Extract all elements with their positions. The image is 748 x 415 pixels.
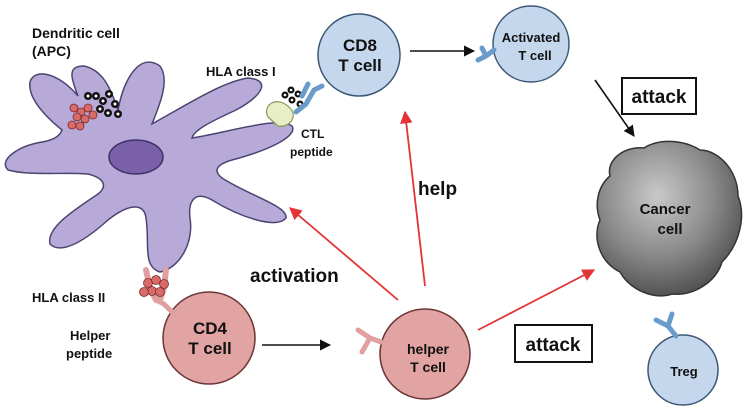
cd8-label-line1: CD8 <box>343 36 377 55</box>
cancer-label-line2: cell <box>657 221 682 238</box>
helper-peptide-label-line1: Helper <box>70 328 110 343</box>
hla-class-2-label: HLA class II <box>32 290 105 305</box>
dendritic-label-line2: (APC) <box>32 43 71 59</box>
dendritic-nucleus <box>108 139 164 175</box>
hla-class-2-complex <box>139 267 169 303</box>
activated-label-line2: T cell <box>518 48 551 63</box>
cancer-label-line1: Cancer <box>640 201 691 218</box>
arrow-activated-to-cancer <box>594 79 635 137</box>
arrow-activation <box>289 207 399 301</box>
cd4-receptor <box>153 297 175 315</box>
cancer-cell <box>596 140 743 297</box>
helper-label-line2: T cell <box>410 359 446 375</box>
dendritic-label-line1: Dendritic cell <box>32 25 120 41</box>
treg-label: Treg <box>670 364 698 379</box>
treg-cell <box>647 334 719 406</box>
ctl-peptide-label-line2: peptide <box>290 145 333 159</box>
helper-t-cell <box>379 308 471 400</box>
activated-t-cell <box>492 5 570 83</box>
helper-receptor <box>355 327 384 355</box>
arrow-helper-attack <box>477 269 596 331</box>
helper-label-line1: helper <box>407 341 450 357</box>
attack-label-top: attack <box>632 87 687 108</box>
hla-class-1-complex <box>266 81 325 127</box>
helper-peptide-label-line2: peptide <box>66 346 112 361</box>
arrow-help <box>400 110 426 287</box>
activated-label-line1: Activated <box>502 30 561 45</box>
activated-receptor <box>475 45 497 63</box>
treg-receptor <box>653 311 679 339</box>
cd8-label-line2: T cell <box>338 56 381 75</box>
attack-box-top <box>621 77 697 115</box>
activation-label: activation <box>250 266 339 287</box>
cd8-t-cell <box>317 13 401 97</box>
attack-label-bottom: attack <box>526 335 581 356</box>
cd4-t-cell <box>162 291 256 385</box>
cd4-label-line2: T cell <box>188 339 231 358</box>
help-label: help <box>418 179 457 200</box>
cd4-label-line1: CD4 <box>193 319 228 338</box>
ctl-peptide-label-line1: CTL <box>301 127 324 141</box>
peptide-cluster-internal <box>67 90 122 131</box>
attack-box-bottom <box>514 324 593 363</box>
hla-class-1-label: HLA class I <box>206 64 276 79</box>
